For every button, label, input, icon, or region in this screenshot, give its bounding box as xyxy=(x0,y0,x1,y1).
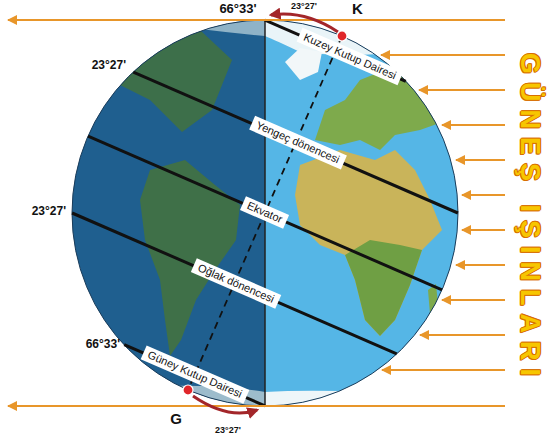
earth-axis xyxy=(188,36,342,390)
sun-ray xyxy=(456,159,505,161)
sun-ray xyxy=(442,299,505,301)
angle-label: 66°33' xyxy=(219,2,256,17)
globe-outline xyxy=(72,20,458,406)
sun-ray xyxy=(419,89,505,91)
south-america xyxy=(140,160,240,356)
sun-ray xyxy=(8,19,505,21)
sun-ray xyxy=(420,334,505,336)
pole-label: K xyxy=(352,0,363,17)
sun-ray xyxy=(456,264,505,266)
sun-ray xyxy=(442,124,505,126)
sun-ray xyxy=(462,194,505,196)
sun-ray xyxy=(462,229,505,231)
equator-line xyxy=(88,136,442,290)
cancer-line xyxy=(133,72,458,213)
sun-ray xyxy=(8,405,505,407)
angle-label: 23°27' xyxy=(291,1,317,11)
pole-label: G xyxy=(170,410,182,427)
day-ocean xyxy=(265,10,470,420)
greenland xyxy=(285,48,322,80)
north-america xyxy=(110,30,232,132)
north-pole-dot xyxy=(337,31,347,41)
sun-rays-title: GÜNEŞ IŞINLARI xyxy=(514,53,545,384)
capricorn-line xyxy=(72,213,397,354)
sun-rays xyxy=(8,20,505,406)
angle-label: 23°27' xyxy=(215,425,241,435)
sun-ray xyxy=(381,54,505,56)
angle-label: 23°27' xyxy=(92,59,126,73)
tilt-arc xyxy=(193,396,257,413)
night-ocean xyxy=(60,10,265,420)
africa xyxy=(295,150,442,336)
sun-ray xyxy=(382,369,505,371)
globe xyxy=(60,10,470,420)
angle-label: 66°33' xyxy=(86,338,120,352)
africa-south xyxy=(345,240,422,336)
angle-label: 23°27' xyxy=(32,205,66,219)
south-pole-dot xyxy=(183,385,193,395)
